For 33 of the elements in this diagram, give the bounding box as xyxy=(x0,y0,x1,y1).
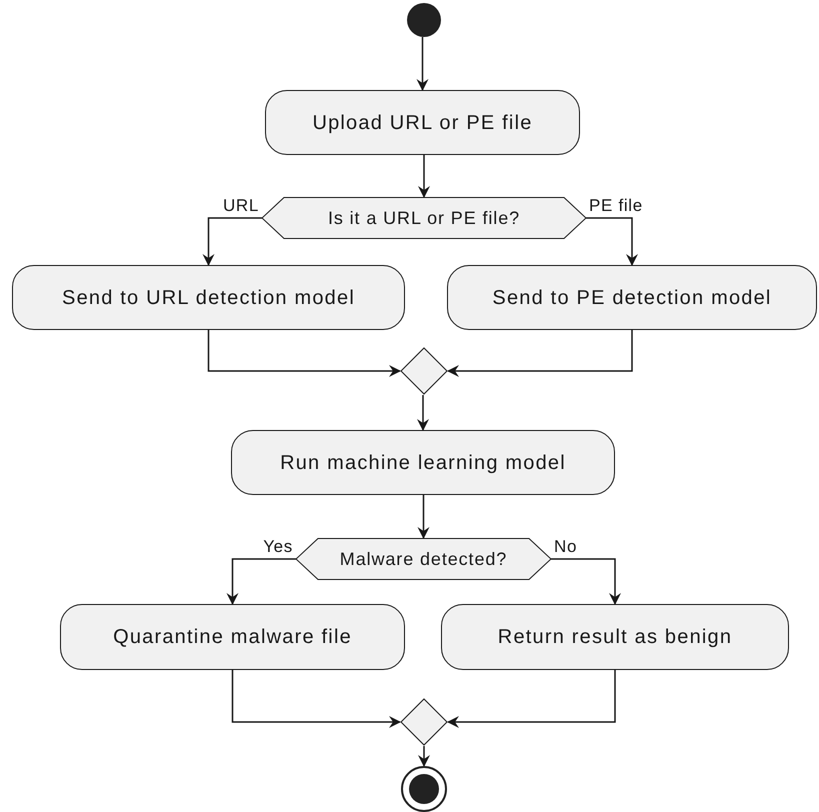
decision-hexagon xyxy=(262,197,586,239)
action-text: Return result as benign xyxy=(498,625,732,650)
decision-text: Malware detected? xyxy=(340,548,508,570)
arrow xyxy=(551,558,621,605)
arrow xyxy=(416,37,428,91)
arrow xyxy=(232,670,401,728)
action-text: Upload URL or PE file xyxy=(312,110,533,136)
action-text: Run machine learning model xyxy=(280,450,566,476)
action-box xyxy=(265,90,580,155)
start-node xyxy=(407,3,441,37)
arrow xyxy=(586,217,638,266)
merge-diamond xyxy=(400,347,448,395)
action-box xyxy=(12,265,405,330)
action-box xyxy=(60,604,405,670)
arrow xyxy=(226,558,296,605)
action-box xyxy=(441,604,789,670)
action-box xyxy=(447,265,817,330)
arrow xyxy=(418,495,430,539)
action-text: Send to PE detection model xyxy=(492,286,772,310)
arrow xyxy=(447,670,616,728)
arrow xyxy=(208,330,401,377)
arrow xyxy=(417,395,429,431)
decision-text: Is it a URL or PE file? xyxy=(328,206,520,230)
arrow xyxy=(418,746,430,767)
action-box xyxy=(231,430,615,495)
merge-diamond xyxy=(400,698,448,746)
arrow xyxy=(447,330,633,377)
action-text: Send to URL detection model xyxy=(62,286,355,310)
action-text: Quarantine malware file xyxy=(113,625,352,650)
decision-hexagon xyxy=(296,538,551,580)
arrow xyxy=(202,217,262,266)
arrow xyxy=(418,155,430,198)
end-node xyxy=(401,766,447,812)
